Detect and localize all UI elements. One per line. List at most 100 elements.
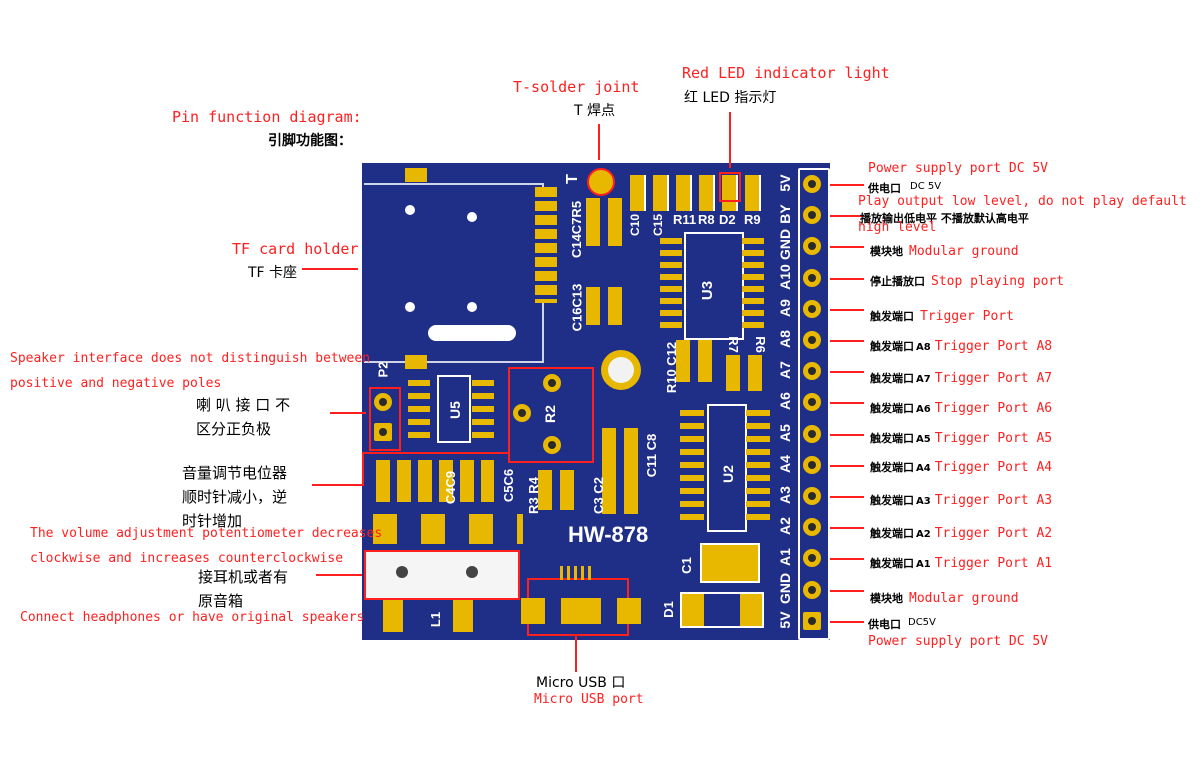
headphone-jack-pads	[373, 514, 523, 544]
pin-label-zh-suffix: A4	[916, 463, 931, 474]
red-led-label-zh: 红 LED 指示灯	[684, 90, 777, 106]
pin-label-en: Trigger Port A2	[934, 526, 1053, 541]
smd-pads	[376, 460, 494, 502]
smd-pads	[726, 355, 762, 391]
pin-label-zh: 模块地	[870, 592, 903, 605]
silk-c13: C13	[569, 283, 585, 308]
smd-pads	[602, 428, 638, 514]
pin-silk-label: A4	[777, 454, 793, 473]
arrow-volume	[312, 484, 364, 486]
header-pin	[803, 268, 821, 287]
pin-label-zh: 触发端口	[870, 527, 914, 540]
arrow-t-solder	[598, 124, 600, 160]
pin-label-en-2: high level	[858, 220, 937, 235]
tf-card-label-zh: TF 卡座	[248, 265, 298, 281]
pin-label-en: Trigger Port A3	[934, 493, 1053, 508]
speaker-label-zh-2: 区分正负极	[196, 420, 272, 438]
volume-label-en-1: The volume adjustment potentiometer decr…	[30, 526, 383, 541]
silk-r10: R10	[664, 369, 680, 394]
pin-silk-label: BY	[777, 204, 793, 224]
silk-c14: C14	[569, 234, 585, 259]
pin-arrow	[830, 589, 864, 592]
silk-c7: C7	[569, 217, 585, 235]
arrow-speaker	[330, 412, 366, 414]
silk-C5C6: C5C6	[501, 469, 516, 502]
silk-C11C8: C11 C8	[644, 434, 659, 477]
jack-hole	[466, 566, 478, 578]
speaker-label-en-1: Speaker interface does not distinguish b…	[10, 351, 371, 366]
smd-row	[630, 175, 768, 211]
pin-label-en: Trigger Port A5	[934, 431, 1053, 446]
pin-label-zh: 触发端口	[870, 310, 914, 323]
chip-u2-pins-left	[680, 410, 704, 526]
chip-u3-pins-right	[742, 238, 764, 330]
pin-label-en: Trigger Port A6	[934, 401, 1053, 416]
tf-card-eject-slot	[428, 325, 516, 341]
pin-arrow	[830, 215, 864, 218]
header-pin	[803, 518, 821, 537]
silk-c6: C6	[501, 468, 517, 486]
volume-label-en-2: clockwise and increases counterclockwise	[30, 551, 344, 566]
pin-silk-label: A1	[777, 548, 793, 567]
pin-silk-label: A9	[777, 298, 793, 317]
capacitor-c1	[700, 543, 760, 583]
pot-pin	[543, 374, 561, 392]
silk-c5: C5	[501, 485, 517, 503]
headphone-jack	[364, 550, 520, 600]
pin-label-zh-suffix: A7	[916, 374, 931, 385]
pin-label-zh: 触发端口	[870, 461, 914, 474]
pin-label-en: Trigger Port A7	[934, 371, 1053, 386]
pin-arrow	[830, 527, 864, 530]
silk-c3: C3	[590, 497, 606, 514]
pad	[405, 355, 427, 369]
header-pin	[803, 580, 821, 599]
silk-C14C7R5: C14C7R5	[569, 201, 584, 258]
pin-label-en: Modular ground	[909, 591, 1019, 606]
pin-label-zh: 触发端口	[870, 432, 914, 445]
pin-label-en: Trigger Port A1	[934, 556, 1053, 571]
silk-r3: R3	[525, 497, 541, 514]
pin-arrow	[830, 246, 864, 249]
silk-T: T	[563, 174, 581, 184]
arrow-headphone	[316, 574, 362, 576]
pin-label-en: Power supply port DC 5V	[868, 634, 1049, 649]
headphone-label-zh-1: 接耳机或者有	[198, 568, 289, 586]
silk-c11: C11	[644, 454, 660, 478]
pin-label-en: Trigger Port A8	[934, 339, 1053, 354]
header-pin	[803, 393, 821, 412]
silk-U5: U5	[446, 401, 463, 419]
silk-U3: U3	[699, 280, 717, 301]
chip-u5-pins-left	[408, 380, 430, 440]
silk-r5: R5	[569, 200, 585, 218]
speaker-pin	[374, 393, 392, 411]
silk-D2: D2	[719, 212, 736, 227]
usb-pins	[560, 566, 594, 580]
tf-card-hole	[405, 302, 415, 312]
pin-label-zh-suffix: A3	[916, 496, 931, 507]
pin-arrow	[830, 277, 864, 280]
pin-label-zh-suffix: A2	[916, 529, 931, 540]
pin-arrow	[830, 402, 864, 405]
pin-label-zh: 触发端口	[870, 557, 914, 570]
pin-label-en: Trigger Port	[920, 309, 1014, 324]
pin-label-zh-suffix: DC 5V	[910, 181, 942, 192]
silk-c16: C16	[569, 307, 585, 332]
speaker-label-en-2: positive and negative poles	[10, 376, 222, 391]
speaker-header-p2	[369, 387, 401, 451]
pin-label-zh: 播放输出低电平 不播放默认高电平	[860, 212, 1029, 225]
pin-label: 模块地 Modular ground	[870, 587, 1019, 606]
volume-label-zh-3: 时针增加	[182, 512, 243, 530]
inductor-l1-pads	[383, 600, 473, 632]
usb-pads	[521, 598, 641, 624]
pin-silk-label: GND	[777, 229, 793, 261]
pin-label-zh: 模块地	[870, 245, 903, 258]
chip-u3-pins-left	[660, 238, 682, 330]
pin-arrow	[830, 433, 864, 436]
pin-header	[798, 168, 830, 640]
header-pin	[803, 455, 821, 474]
